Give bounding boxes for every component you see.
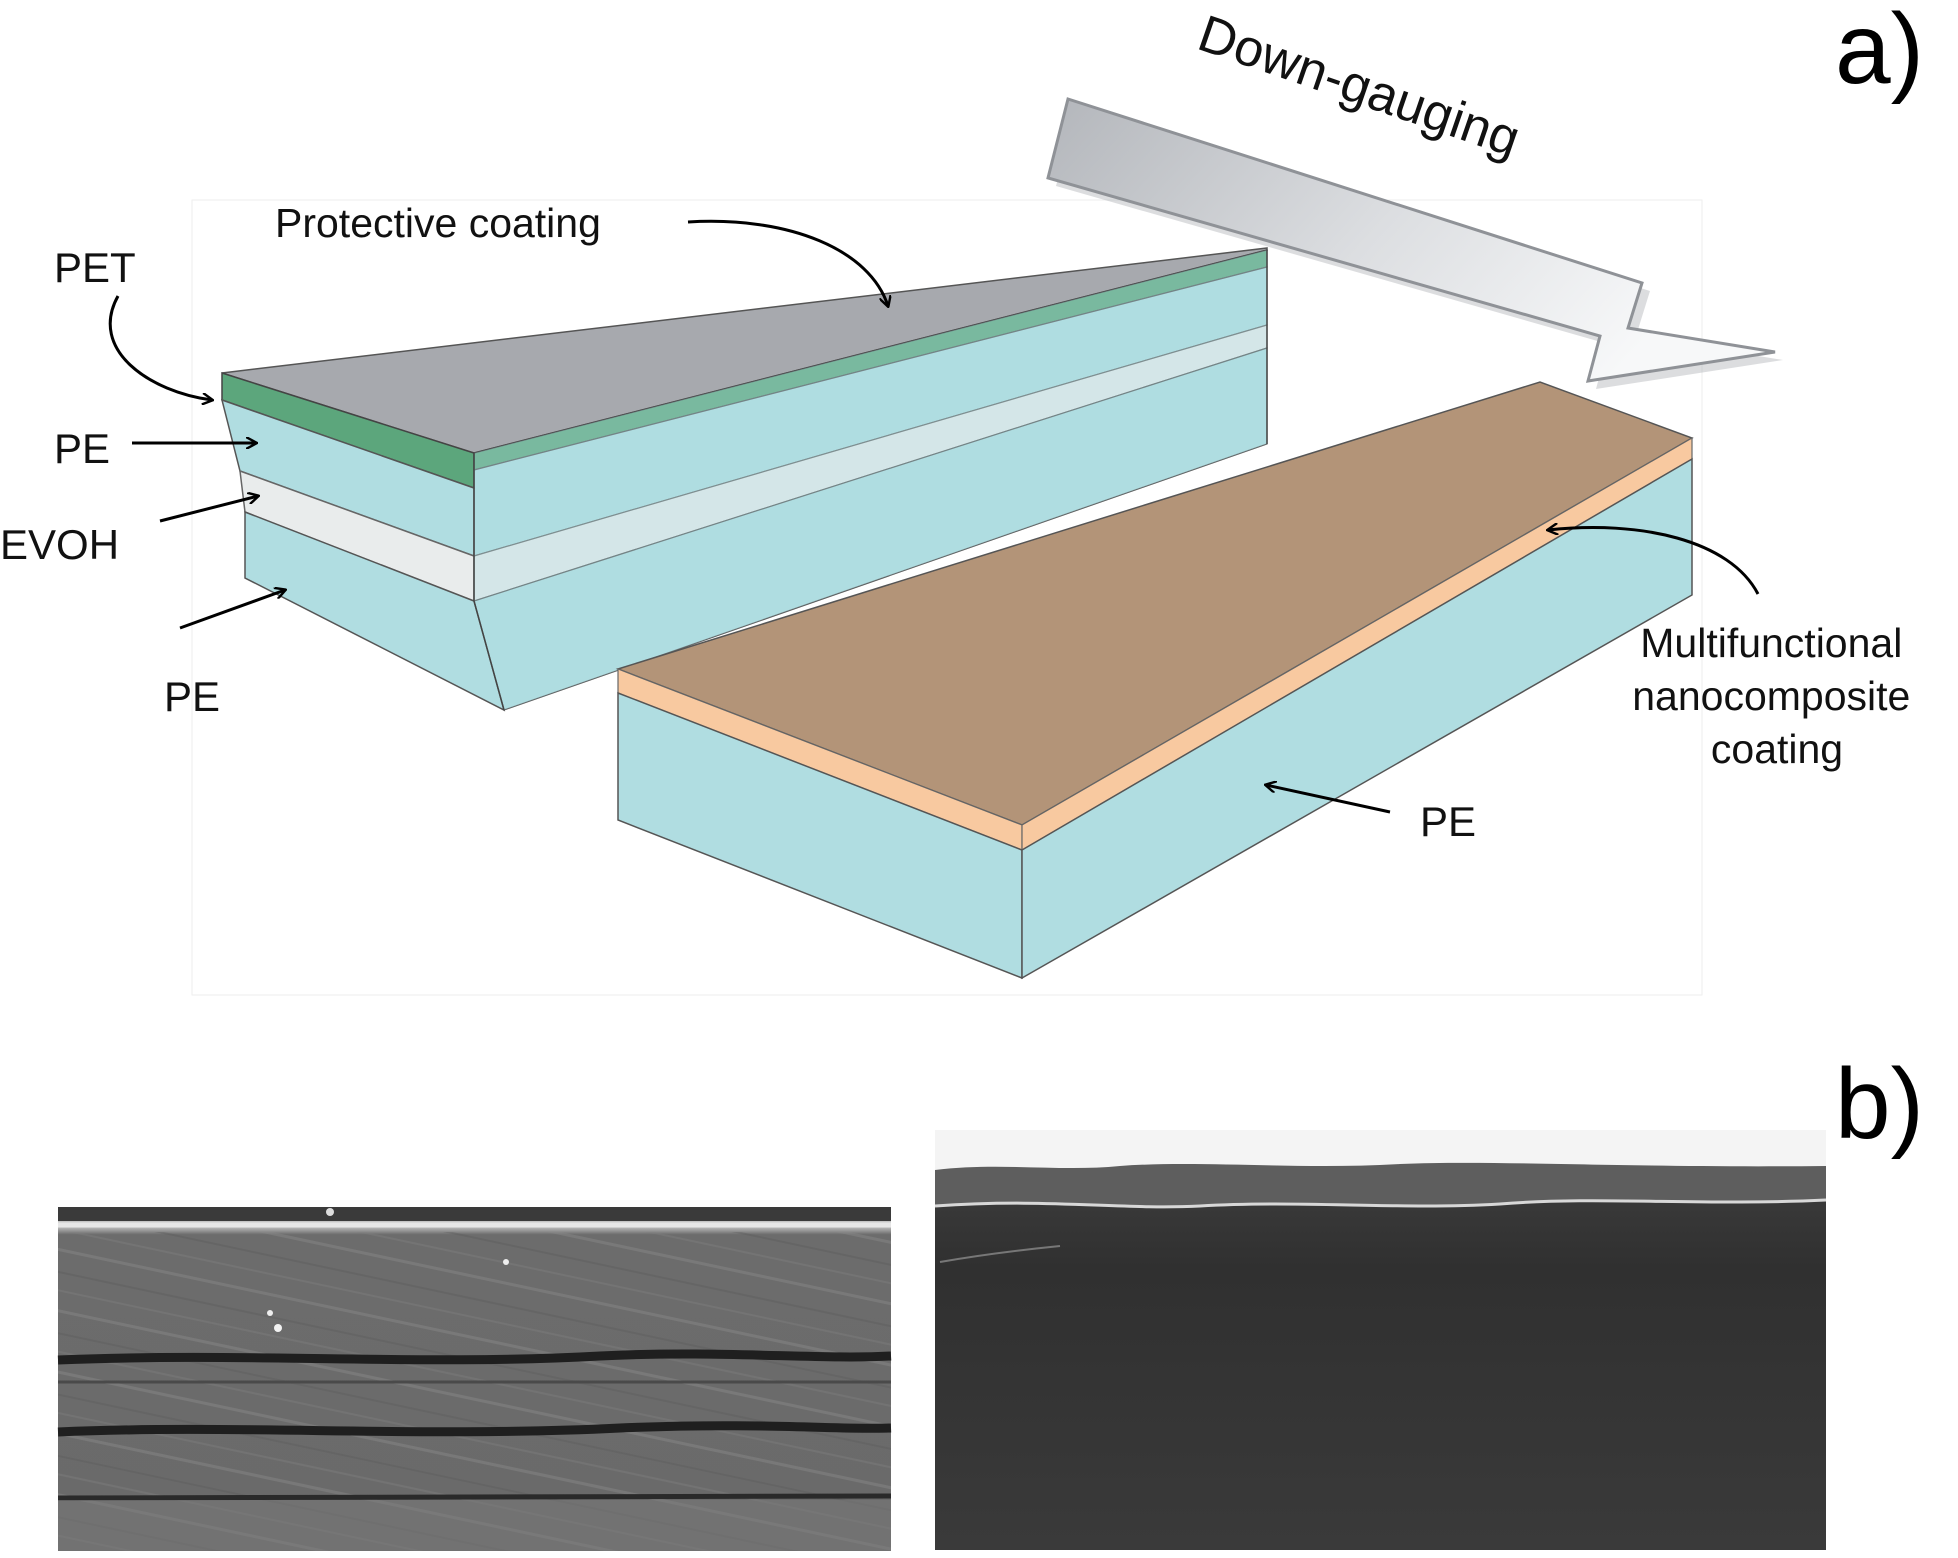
pet-arrow — [108, 295, 212, 400]
multifunctional-arrow — [1548, 528, 1760, 595]
down-gauging-label: Down-gauging — [1191, 5, 1527, 169]
pe-lower-arrow — [179, 590, 285, 630]
pe-right-label: PE — [1420, 798, 1476, 845]
down-gauging-arrow-icon — [1046, 97, 1783, 389]
panel-a-label: a) — [1835, 0, 1924, 105]
pe-lower-label: PE — [164, 673, 220, 720]
sem-image-multilayer — [57, 1207, 892, 1551]
coated-film-block — [615, 381, 1694, 980]
pe-substrate-side — [1021, 457, 1693, 980]
pe-right-arrow — [1266, 785, 1391, 814]
pet-label: PET — [54, 244, 136, 291]
multilayer-film-block — [220, 247, 1268, 712]
pe-upper-label: PE — [54, 425, 110, 472]
annotation-arrows — [108, 219, 1760, 814]
evoh-arrow — [159, 496, 258, 523]
evoh-label: EVOH — [0, 521, 119, 568]
sem-image-coated — [934, 1130, 1827, 1550]
panel-a-frame — [191, 199, 1703, 996]
multifunctional-label: Multifunctional nanocomposite coating — [1632, 620, 1921, 772]
panel-b-label: b) — [1835, 1048, 1924, 1160]
protective-coating-label: Protective coating — [275, 200, 601, 246]
protective-coating-arrow — [687, 219, 888, 306]
